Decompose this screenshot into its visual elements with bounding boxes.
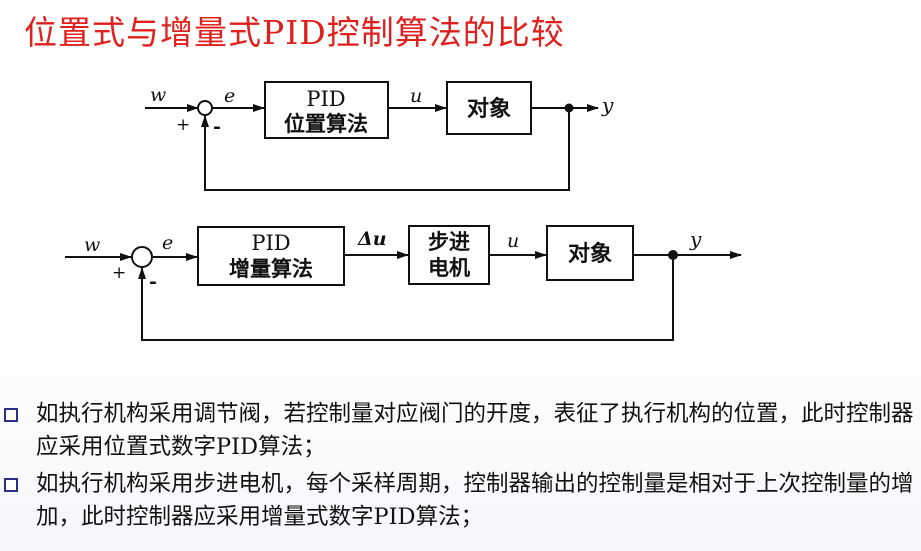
comparison-notes: 如执行机构采用调节阀，若控制量对应阀门的开度，表征了执行机构的位置，此时控制器应…: [0, 398, 921, 538]
d2-minus-sign: -: [149, 271, 157, 293]
note-stepper-motor-text: 如执行机构采用步进电机，每个采样周期，控制器输出的控制量是相对于上次控制量的增加…: [36, 471, 914, 530]
d2-pid-label-line1: PID: [251, 231, 290, 255]
d2-output-label: y: [689, 227, 702, 251]
incremental-pid-diagram: [65, 225, 742, 341]
square-bullet-icon: [4, 408, 18, 422]
note-stepper-motor: 如执行机构采用步进电机，每个采样周期，控制器输出的控制量是相对于上次控制量的增加…: [0, 468, 921, 534]
d2-motor-label-line1: 步进: [428, 229, 470, 254]
d2-plus-sign: +: [112, 263, 126, 283]
d2-error-label: e: [162, 232, 173, 254]
block-diagrams: w + - e PID 位置算法 u 对象 y w + - e PID 增量算法…: [65, 81, 742, 341]
d2-feedback-line: [138, 255, 674, 341]
d2-pid-label-line2: 增量算法: [229, 256, 313, 281]
d1-plant-label: 对象: [467, 96, 511, 122]
d2-summing-junction: [131, 246, 153, 268]
d1-feedback-line: [201, 108, 570, 191]
d1-minus-sign: -: [213, 116, 221, 138]
position-pid-diagram: [145, 81, 599, 191]
note-valve: 如执行机构采用调节阀，若控制量对应阀门的开度，表征了执行机构的位置，此时控制器应…: [0, 398, 921, 464]
d1-pid-label-line2: 位置算法: [284, 111, 368, 136]
d2-motor-label-line2: 电机: [428, 255, 470, 280]
page-title: 位置式与增量式PID控制算法的比较: [24, 13, 565, 52]
d2-control-label: u: [507, 230, 519, 252]
d2-plant-label: 对象: [568, 241, 612, 267]
d1-error-label: e: [224, 85, 235, 107]
d2-plant-block: [546, 225, 634, 281]
d1-pid-label-line1: PID: [306, 87, 345, 111]
d1-control-label: u: [410, 85, 422, 107]
note-valve-text: 如执行机构采用调节阀，若控制量对应阀门的开度，表征了执行机构的位置，此时控制器应…: [36, 401, 914, 460]
d1-summing-junction: [197, 100, 213, 116]
d1-plus-sign: +: [176, 115, 190, 135]
d2-input-label: w: [84, 234, 100, 256]
d1-pid-block: [264, 81, 389, 139]
d2-delta-u-label: Δu: [357, 228, 387, 250]
d1-output-label: y: [601, 93, 614, 117]
square-bullet-icon: [4, 478, 18, 492]
d1-input-label: w: [150, 84, 166, 106]
